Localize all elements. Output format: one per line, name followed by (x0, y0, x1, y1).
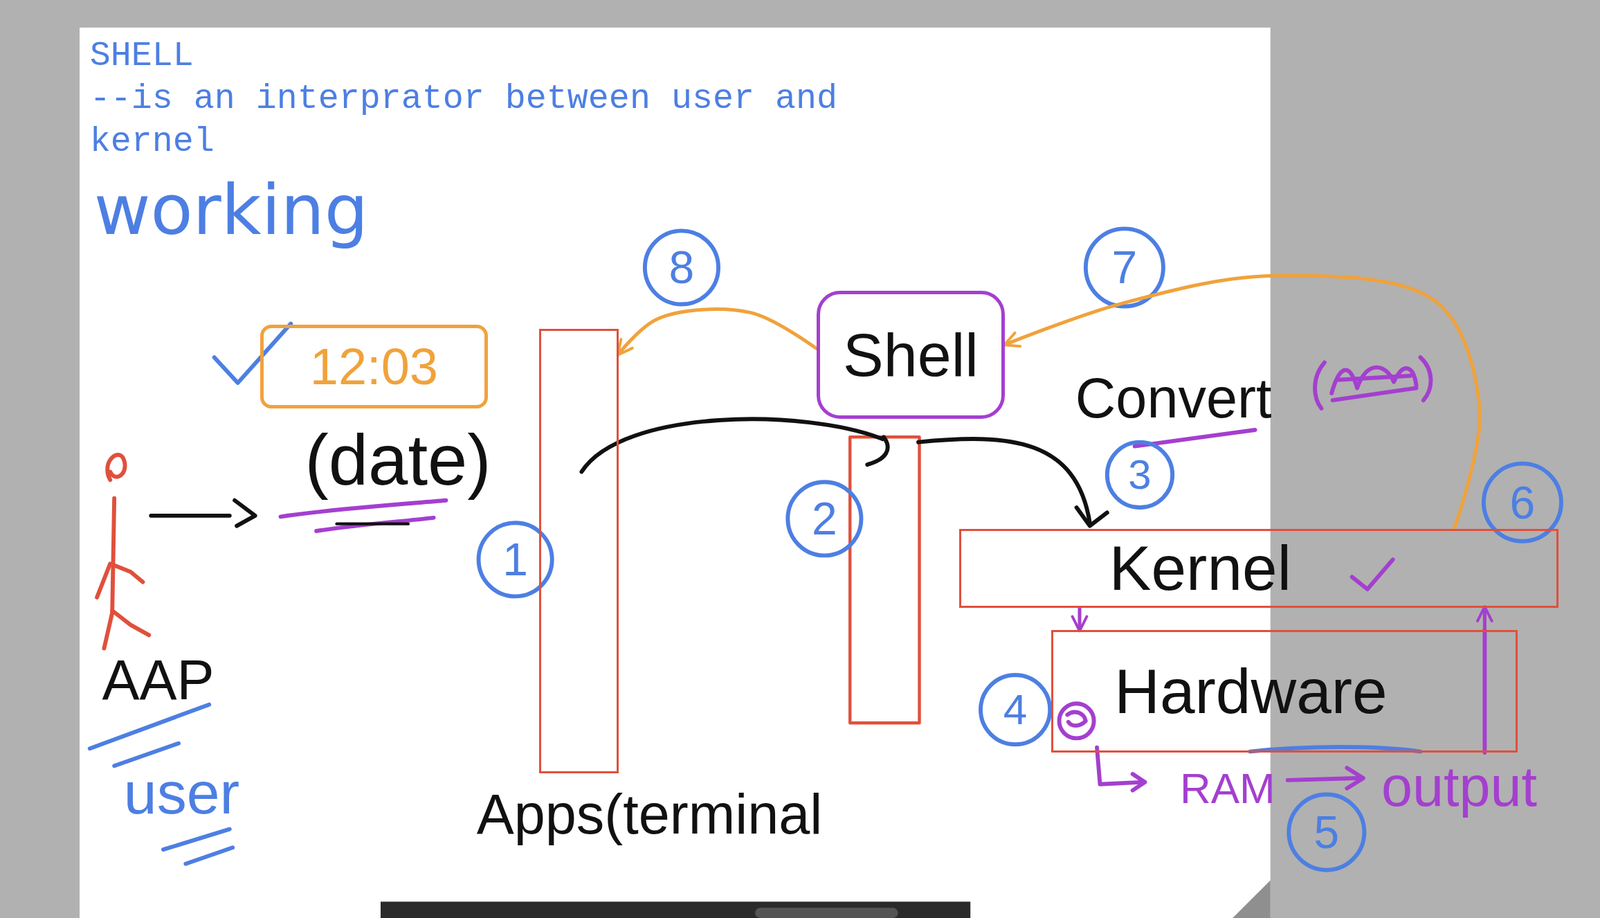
user-label: user (123, 762, 240, 823)
figure-body (112, 498, 115, 613)
callout-number: 1 (502, 536, 529, 583)
callout-number: 6 (1510, 479, 1536, 526)
hardware-box: Hardware (1051, 629, 1518, 753)
node-text: 12:03 (310, 341, 439, 393)
callout-number: 4 (1003, 687, 1027, 731)
callout-circle (1107, 442, 1173, 508)
description-text: --is an interprator between user and ker… (89, 77, 879, 164)
flow-arrow (618, 309, 817, 355)
time-box: 12:03 (260, 324, 488, 409)
terminal-bar: Apps(terminal (539, 328, 619, 774)
arrow-head (867, 436, 888, 465)
callout-circle (1085, 228, 1164, 306)
callout-number: 5 (1313, 808, 1340, 855)
figure-head (107, 454, 125, 480)
underline (185, 847, 233, 864)
check-mark (214, 323, 292, 384)
arrow-head (1076, 507, 1108, 526)
callout-circle (478, 522, 553, 596)
node-text: Kernel (1109, 536, 1292, 600)
section-heading: working (94, 175, 369, 245)
underline (163, 829, 230, 850)
scribble (1067, 712, 1086, 726)
arrow-head (1346, 767, 1364, 788)
convert-label: Convert (1075, 370, 1272, 427)
node-text: Hardware (1114, 659, 1387, 723)
ram-label: RAM (1179, 766, 1276, 810)
underline (337, 521, 409, 525)
callout-circle (644, 230, 719, 304)
shell-box: Shell (816, 290, 1006, 418)
flow-arrow (1483, 607, 1487, 630)
toolbar-handle (755, 907, 898, 918)
underline (89, 704, 210, 749)
callout-circle (980, 674, 1050, 744)
command-arrow (581, 418, 883, 472)
toolbar (380, 901, 971, 918)
callout-number: 3 (1128, 453, 1151, 496)
callout-number: 8 (669, 244, 695, 290)
ram-arrow (1096, 747, 1141, 785)
command-arrow (918, 438, 1090, 523)
arrow-head (1132, 773, 1146, 791)
callout-number: 7 (1112, 244, 1138, 290)
kernel-box: Kernel (959, 528, 1559, 608)
flow-arrow (1004, 275, 1480, 529)
scribble (1331, 367, 1416, 401)
memory-mark (1059, 703, 1095, 738)
arrow-head (234, 500, 255, 526)
check-mark (1352, 559, 1394, 589)
command-text: (date) (305, 423, 492, 495)
output-arrow (1287, 777, 1358, 780)
flow-arrow (1078, 607, 1082, 630)
page (79, 27, 1271, 918)
title-text: SHELL (89, 34, 194, 78)
node-text: Shell (842, 324, 979, 386)
shell-bar (849, 436, 920, 723)
figure-arms (96, 563, 143, 598)
callout-circle (787, 481, 861, 556)
node-text: Apps(terminal (476, 786, 823, 843)
scribble (1314, 357, 1431, 409)
page-curl (1232, 879, 1271, 918)
app-label: AAP (101, 651, 214, 708)
output-line (1482, 629, 1487, 753)
output-label: output (1381, 757, 1538, 814)
figure-legs (103, 610, 149, 649)
underline (280, 500, 446, 517)
input-arrow (150, 513, 230, 518)
callout-number: 2 (811, 495, 838, 542)
callout-circle (1288, 794, 1365, 870)
underline (316, 517, 434, 531)
